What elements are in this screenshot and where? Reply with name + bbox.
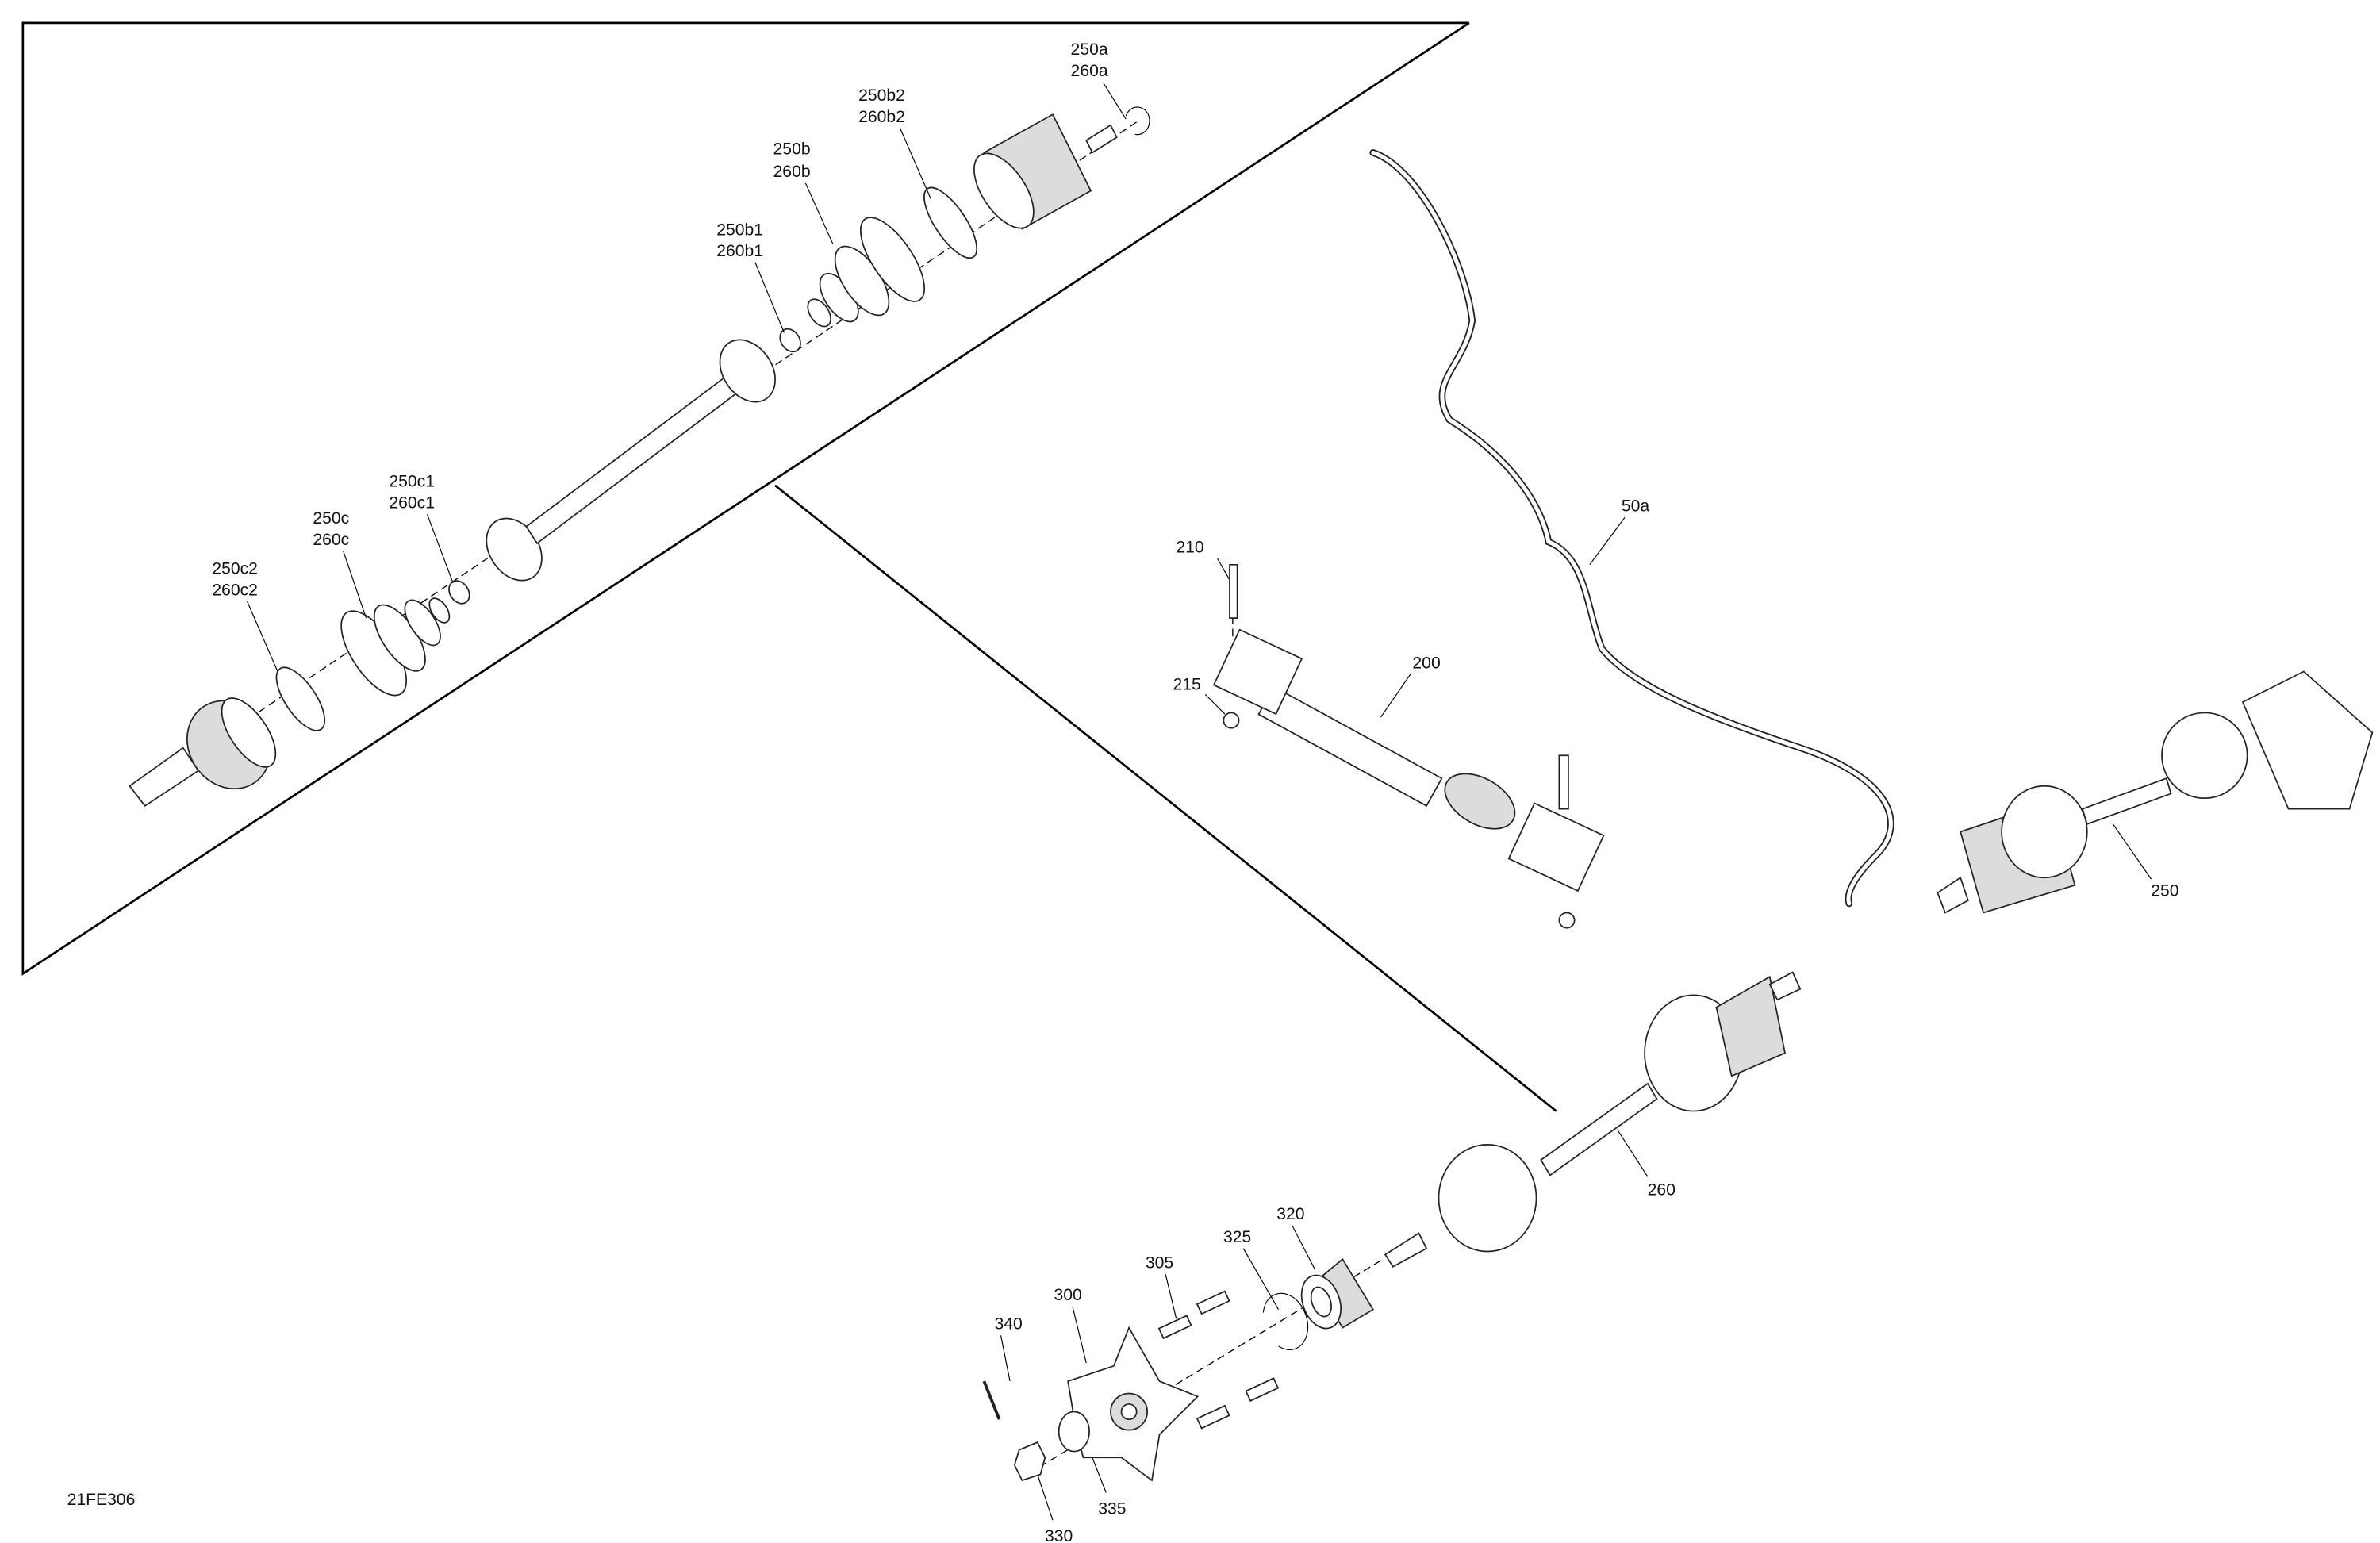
bolt-210 — [1229, 563, 1238, 620]
callout-300: 300 — [1054, 1286, 1082, 1304]
outer-cv-joint — [129, 697, 277, 807]
callout-260b2: 260b2 — [858, 108, 905, 126]
callout-215: 215 — [1173, 676, 1201, 694]
circlip-250a — [1125, 106, 1150, 136]
callout-250b: 250b — [774, 140, 811, 158]
callout-200: 200 — [1412, 654, 1440, 673]
hub-300 — [1067, 1326, 1200, 1482]
callout-260b: 260b — [774, 163, 811, 181]
detail-inset-frame — [21, 21, 1557, 1112]
boot-250c — [340, 597, 451, 697]
cotter-pin-340 — [982, 1380, 1001, 1420]
boot-250b — [807, 217, 926, 328]
callout-labels: 250a 260a 250b2 260b2 250b 260b 250b1 26… — [67, 40, 2179, 1543]
circlip-325 — [1262, 1292, 1309, 1350]
leader-lines — [247, 82, 2152, 1521]
callout-210: 210 — [1176, 538, 1203, 556]
callout-260b1: 260b1 — [716, 242, 763, 260]
drive-shaft-260 — [1384, 971, 1802, 1268]
callout-260c1: 260c1 — [389, 494, 435, 512]
callout-260c2: 260c2 — [212, 581, 258, 599]
wheel-studs-305 — [1157, 1290, 1280, 1430]
washer-335 — [1058, 1411, 1090, 1453]
callout-260c: 260c — [313, 531, 349, 549]
callout-260a: 260a — [1071, 62, 1108, 80]
clamp-250b1 — [779, 328, 801, 353]
wheel-hub-assembly — [982, 1257, 1381, 1482]
inner-cv-housing — [973, 113, 1118, 230]
callout-325: 325 — [1223, 1228, 1251, 1246]
callout-50a: 50a — [1622, 497, 1650, 515]
prop-shaft-200 — [1212, 563, 1605, 929]
callout-335: 335 — [1098, 1499, 1126, 1518]
callout-330: 330 — [1045, 1527, 1073, 1543]
inner-race-b — [719, 339, 776, 403]
callout-250c2: 250c2 — [212, 559, 258, 578]
callout-250c: 250c — [313, 509, 349, 528]
callout-320: 320 — [1276, 1205, 1304, 1223]
axle-shaft — [525, 373, 741, 545]
callout-250b1: 250b1 — [716, 221, 763, 239]
callout-250b2: 250b2 — [858, 86, 905, 105]
vent-hose-50a — [1369, 149, 1894, 908]
reference-code: 21FE306 — [67, 1491, 136, 1509]
bearing-320 — [1300, 1257, 1374, 1330]
clamp-250b2 — [923, 186, 978, 259]
callout-250a: 250a — [1071, 40, 1108, 59]
nut-215 — [1223, 712, 1240, 729]
callout-340: 340 — [995, 1315, 1023, 1334]
callout-250: 250 — [2151, 881, 2178, 900]
castle-nut-330 — [1013, 1441, 1046, 1482]
clamp-250c1 — [448, 580, 470, 605]
callout-305: 305 — [1146, 1254, 1173, 1272]
callout-260: 260 — [1648, 1180, 1676, 1199]
clamp-250c2 — [275, 666, 326, 731]
drive-shaft-250 — [1937, 670, 2374, 914]
callout-250c1: 250c1 — [389, 473, 435, 491]
exploded-cv-shaft — [129, 106, 1150, 807]
